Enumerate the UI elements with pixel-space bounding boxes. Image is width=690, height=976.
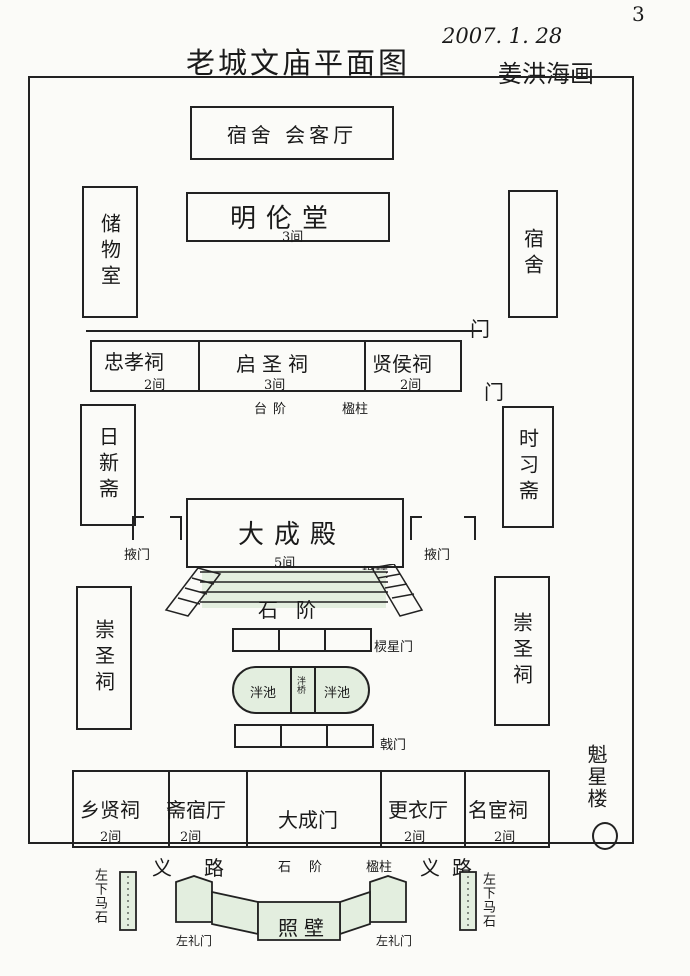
xiangxian-shrine: 乡贤祠 2间 bbox=[74, 772, 170, 846]
minglun-hall-label: 明伦堂 bbox=[230, 204, 339, 234]
stone-steps-label: 石阶 bbox=[258, 598, 334, 622]
dormitory-right: 宿舍 bbox=[508, 190, 558, 318]
lingxing-gate bbox=[232, 628, 372, 652]
temple-outer-wall bbox=[28, 76, 634, 844]
minglun-hall-bays: 3间 bbox=[282, 230, 304, 245]
ji-gate-label: 戟门 bbox=[380, 738, 407, 753]
xiangxian-shrine-label: 乡贤祠 bbox=[80, 798, 140, 822]
south-hall-row: 乡贤祠 2间 斋宿厅 2间 大成门 更衣厅 2间 名宦祠 2间 bbox=[72, 770, 550, 848]
screen-wall-label: 照壁 bbox=[278, 916, 330, 940]
shixi-study: 时习斋 bbox=[502, 406, 554, 528]
li-gate-right-label: 左礼门 bbox=[376, 934, 413, 948]
qisheng-shrine: 启圣祠 3间 bbox=[200, 342, 366, 393]
ye-gate-right-bracket-2 bbox=[464, 516, 476, 540]
minghuan-shrine: 名宦祠 2间 bbox=[466, 772, 548, 846]
ye-gate-left-label: 掖门 bbox=[124, 548, 151, 563]
zaisu-hall: 斋宿厅 2间 bbox=[166, 772, 248, 846]
lingxing-gate-label: 棂星门 bbox=[374, 640, 414, 655]
door-upper-label: 门 bbox=[470, 317, 490, 341]
zaisu-hall-bays: 2间 bbox=[180, 830, 202, 845]
ye-gate-left-bracket-2 bbox=[170, 516, 182, 540]
storage-room: 储物室 bbox=[82, 186, 138, 318]
gengyi-hall: 更衣厅 2间 bbox=[382, 772, 466, 846]
yi-lu-left-1: 义 bbox=[152, 856, 172, 880]
dacheng-gate: 大成门 bbox=[248, 772, 382, 846]
ji-gate bbox=[234, 724, 374, 748]
rixin-study: 日新斋 bbox=[80, 404, 136, 526]
dacheng-gate-label: 大成门 bbox=[278, 808, 338, 832]
road-pillar: 楹柱 bbox=[366, 860, 393, 875]
dacheng-hall-bays: 5间 bbox=[274, 556, 296, 571]
li-gate-left-label: 左礼门 bbox=[176, 934, 213, 948]
dacheng-hall-label: 大成殿 bbox=[238, 520, 347, 550]
zongsheng-shrine-left: 崇圣祠 bbox=[76, 586, 132, 730]
minghuan-shrine-bays: 2间 bbox=[494, 830, 516, 845]
xiangxian-shrine-bays: 2间 bbox=[100, 830, 122, 845]
xiama-stone-right-label: 左下马石 bbox=[480, 872, 495, 928]
author: 姜洪海画 bbox=[498, 60, 594, 88]
dorm-reception-label: 宿舍 会客厅 bbox=[226, 122, 358, 147]
shrine-row-roofline bbox=[86, 330, 482, 332]
zhongxiao-shrine-bays: 2间 bbox=[144, 378, 166, 393]
minglun-hall: 明伦堂 3间 bbox=[186, 192, 390, 245]
minghuan-shrine-label: 名宦祠 bbox=[468, 798, 528, 822]
gengyi-hall-bays: 2间 bbox=[404, 830, 426, 845]
qisheng-shrine-label: 启圣祠 bbox=[236, 352, 314, 376]
dormitory-right-label: 宿舍 bbox=[520, 228, 545, 280]
gengyi-hall-label: 更衣厅 bbox=[388, 798, 448, 822]
pan-bridge-label: 泮桥 bbox=[295, 676, 305, 694]
stone-steps-drawing bbox=[164, 564, 424, 617]
zongsheng-shrine-right: 崇圣祠 bbox=[494, 576, 550, 726]
yi-lu-right-1: 义 bbox=[420, 856, 440, 880]
pan-pool: 泮池 泮桥 泮池 bbox=[232, 666, 370, 714]
ye-gate-right-bracket bbox=[410, 516, 422, 540]
yi-lu-left-2: 路 bbox=[204, 856, 224, 880]
road-stone-steps: 石阶 bbox=[278, 860, 341, 875]
rixin-study-label: 日新斋 bbox=[95, 426, 120, 504]
dacheng-hall: 大成殿 5间 bbox=[186, 498, 404, 571]
shrine-row: 忠孝祠 2间 启圣祠 3间 贤侯祠 2间 bbox=[90, 340, 462, 393]
ye-gate-left-bracket bbox=[132, 516, 144, 540]
steps-upper-label: 台阶 bbox=[254, 402, 293, 417]
xianhou-shrine-bays: 2间 bbox=[400, 378, 422, 393]
shixi-study-label: 时习斋 bbox=[515, 428, 540, 506]
zongsheng-shrine-right-label: 崇圣祠 bbox=[509, 612, 534, 690]
pan-pool-left-label: 泮池 bbox=[250, 686, 277, 701]
zaisu-hall-label: 斋宿厅 bbox=[166, 798, 226, 822]
xiama-stone-left-label: 左下马石 bbox=[92, 868, 107, 924]
zongsheng-shrine-left-label: 崇圣祠 bbox=[91, 619, 116, 697]
date: 2007. 1. 28 bbox=[442, 24, 563, 48]
page-number: 3 bbox=[632, 2, 645, 26]
pillar-upper-label: 楹柱 bbox=[342, 402, 369, 417]
xianhou-shrine-label: 贤侯祠 bbox=[372, 352, 432, 376]
southern-wall-drawing bbox=[119, 871, 477, 941]
zhongxiao-shrine-label: 忠孝祠 bbox=[104, 350, 164, 374]
zhongxiao-shrine: 忠孝祠 2间 bbox=[92, 342, 200, 393]
dorm-reception-building: 宿舍 会客厅 bbox=[190, 106, 394, 160]
storage-room-label: 储物室 bbox=[97, 213, 122, 291]
pan-pool-right-label: 泮池 bbox=[324, 686, 351, 701]
kuixing-tower-marker bbox=[592, 822, 618, 850]
xianhou-shrine: 贤侯祠 2间 bbox=[366, 342, 460, 393]
ye-gate-right-label: 掖门 bbox=[424, 548, 451, 563]
kuixing-tower-label: 魁星楼 bbox=[584, 744, 608, 810]
door-right-label: 门 bbox=[484, 380, 504, 404]
qisheng-shrine-bays: 3间 bbox=[264, 378, 286, 393]
page-title: 老城文庙平面图 bbox=[186, 46, 411, 80]
